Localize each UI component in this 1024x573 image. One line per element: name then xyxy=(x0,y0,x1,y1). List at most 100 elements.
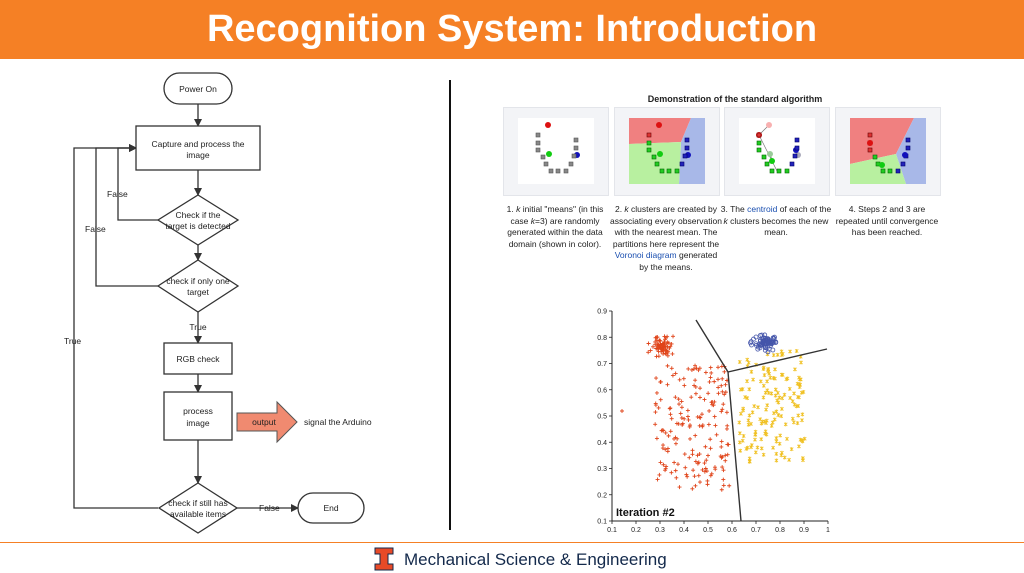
demo-title: Demonstration of the standard algorithm xyxy=(647,94,823,104)
red-cluster-point xyxy=(716,385,721,390)
y-tick-label: 0.5 xyxy=(597,414,607,421)
check-items-decision xyxy=(157,482,239,534)
red-cluster-point xyxy=(674,475,679,480)
x-tick-label: 0.3 xyxy=(655,527,665,534)
yellow-cluster-point xyxy=(782,392,787,397)
yellow-cluster-point xyxy=(741,408,745,413)
red-cluster-point xyxy=(675,436,680,441)
yellow-cluster-point xyxy=(798,377,803,382)
red-cluster-point xyxy=(654,390,659,395)
red-cluster-point xyxy=(714,432,719,437)
rgb-check-node xyxy=(163,342,233,375)
red-cluster-point xyxy=(724,410,729,415)
check-target-decision xyxy=(156,194,240,246)
yellow-cluster-point xyxy=(785,436,789,441)
yellow-cluster-point xyxy=(764,432,769,437)
red-cluster-point xyxy=(687,424,692,429)
yellow-cluster-point xyxy=(737,420,742,425)
red-cluster-point xyxy=(689,395,694,400)
red-cluster-point xyxy=(693,363,698,368)
panel-4-plot xyxy=(850,118,926,184)
yellow-cluster-point xyxy=(749,369,754,374)
vertical-divider xyxy=(449,80,451,530)
blue-cluster-point xyxy=(749,342,754,348)
yellow-cluster-point xyxy=(791,420,796,425)
red-cluster-point xyxy=(721,402,726,407)
yellow-cluster-point xyxy=(763,429,768,434)
yellow-cluster-point xyxy=(778,433,783,438)
check-target-label-1: Check if the xyxy=(176,210,221,220)
red-cluster-point xyxy=(707,408,712,413)
red-cluster-point xyxy=(705,478,710,483)
iteration-label: Iteration #2 xyxy=(616,507,675,519)
red-cluster-point xyxy=(681,376,686,381)
check-items-label-1: check if still has xyxy=(168,498,228,508)
centroid-link[interactable]: centroid xyxy=(747,204,778,214)
yellow-cluster-point xyxy=(737,431,742,436)
red-cluster-point xyxy=(707,379,712,384)
red-cluster-point xyxy=(691,468,696,473)
red-cluster-point xyxy=(697,452,702,457)
red-cluster-point xyxy=(655,341,660,346)
yellow-cluster-point xyxy=(766,369,771,374)
output-arrow xyxy=(236,400,298,444)
yellow-cluster-point xyxy=(737,440,742,445)
blue-cluster-point xyxy=(762,347,768,353)
red-cluster-point xyxy=(661,428,666,433)
red-cluster-point xyxy=(679,405,684,410)
x-tick-label: 0.5 xyxy=(703,527,713,534)
red-cluster-point xyxy=(654,376,659,381)
demo-panel-2 xyxy=(614,107,720,196)
red-cluster-point xyxy=(658,379,663,384)
yellow-cluster-point xyxy=(780,351,785,356)
caption-1: 1. k initial "means" (in this case k=3) … xyxy=(506,204,604,249)
red-cluster-point xyxy=(653,403,658,408)
demo-panel-1 xyxy=(503,107,609,196)
yellow-cluster-point xyxy=(771,353,776,358)
caption-4: 4. Steps 2 and 3 are repeated until conv… xyxy=(835,204,939,237)
panel-2-plot xyxy=(629,118,705,184)
red-cluster-point xyxy=(648,348,653,353)
red-cluster-point xyxy=(706,422,711,427)
power-on-label: Power On xyxy=(179,84,217,94)
yellow-cluster-point xyxy=(753,450,758,455)
red-cluster-point xyxy=(620,409,624,413)
red-cluster-point xyxy=(703,370,708,375)
yellow-cluster-point xyxy=(752,404,757,409)
yellow-cluster-point xyxy=(745,396,750,401)
red-cluster-point xyxy=(670,373,675,378)
true-label-loop: True xyxy=(64,336,81,346)
check-one-label-1: check if only one xyxy=(166,276,230,286)
check-target-label-2: target is detected xyxy=(165,221,230,231)
yellow-cluster-point xyxy=(793,367,797,372)
yellow-cluster-point xyxy=(800,418,804,423)
red-cluster-point xyxy=(668,406,673,411)
red-cluster-point xyxy=(703,444,708,449)
yellow-cluster-point xyxy=(772,417,777,422)
blue-cluster-point xyxy=(760,340,766,346)
yellow-cluster-point xyxy=(792,402,797,407)
red-cluster-point xyxy=(699,412,704,417)
yellow-cluster-point xyxy=(765,379,769,384)
red-cluster-point xyxy=(721,477,726,482)
red-cluster-point xyxy=(690,452,695,457)
yellow-cluster-point xyxy=(759,437,764,442)
blue-cluster-point xyxy=(757,345,763,351)
yellow-cluster-point xyxy=(749,421,753,426)
yellow-cluster-point xyxy=(750,410,755,415)
red-cluster-point xyxy=(684,472,689,477)
yellow-cluster-point xyxy=(774,458,779,463)
red-cluster-point xyxy=(716,391,721,396)
true-label-below: True xyxy=(189,322,206,332)
red-cluster-point xyxy=(653,339,658,344)
red-cluster-point xyxy=(686,366,691,371)
red-cluster-point xyxy=(725,452,730,457)
red-cluster-point xyxy=(663,447,668,452)
demo-panel-3 xyxy=(724,107,830,196)
red-cluster-point xyxy=(682,383,687,388)
voronoi-link[interactable]: Voronoi diagram xyxy=(614,250,677,260)
yellow-cluster-point xyxy=(789,447,794,452)
red-cluster-point xyxy=(646,350,651,355)
red-cluster-point xyxy=(685,474,690,479)
